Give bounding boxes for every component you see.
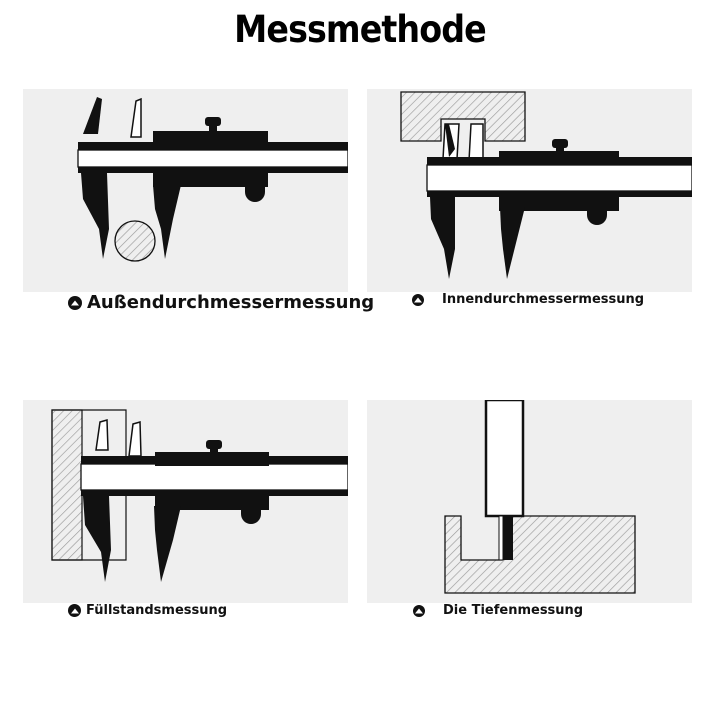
caption-inside-diameter: Innendurchmessermessung — [412, 292, 644, 307]
caption-label: Außendurchmessermessung — [87, 292, 375, 313]
caption-label: Innendurchmessermessung — [442, 292, 645, 307]
up-arrow-circle-icon — [68, 604, 81, 617]
caption-depth: Die Tiefenmessung — [413, 603, 583, 618]
up-arrow-circle-icon — [68, 295, 82, 310]
caption-label: Füllstandsmessung — [86, 603, 228, 618]
panel-depth — [367, 400, 692, 603]
caliper-inside-diagram — [400, 91, 692, 279]
caption-label: Die Tiefenmessung — [443, 603, 584, 618]
caption-level: Füllstandsmessung — [68, 603, 227, 618]
caliper-depth-diagram — [444, 400, 636, 594]
caption-outside-diameter: Außendurchmessermessung — [68, 292, 374, 313]
panel-outside-diameter — [23, 89, 348, 292]
caliper-outside-diagram — [77, 97, 348, 262]
caliper-level-diagram — [51, 409, 348, 582]
up-arrow-circle-icon — [412, 293, 424, 306]
page-title: Messmethode — [234, 8, 487, 51]
panel-level — [23, 400, 348, 603]
panel-inside-diameter — [367, 89, 692, 292]
up-arrow-circle-icon — [413, 604, 425, 617]
